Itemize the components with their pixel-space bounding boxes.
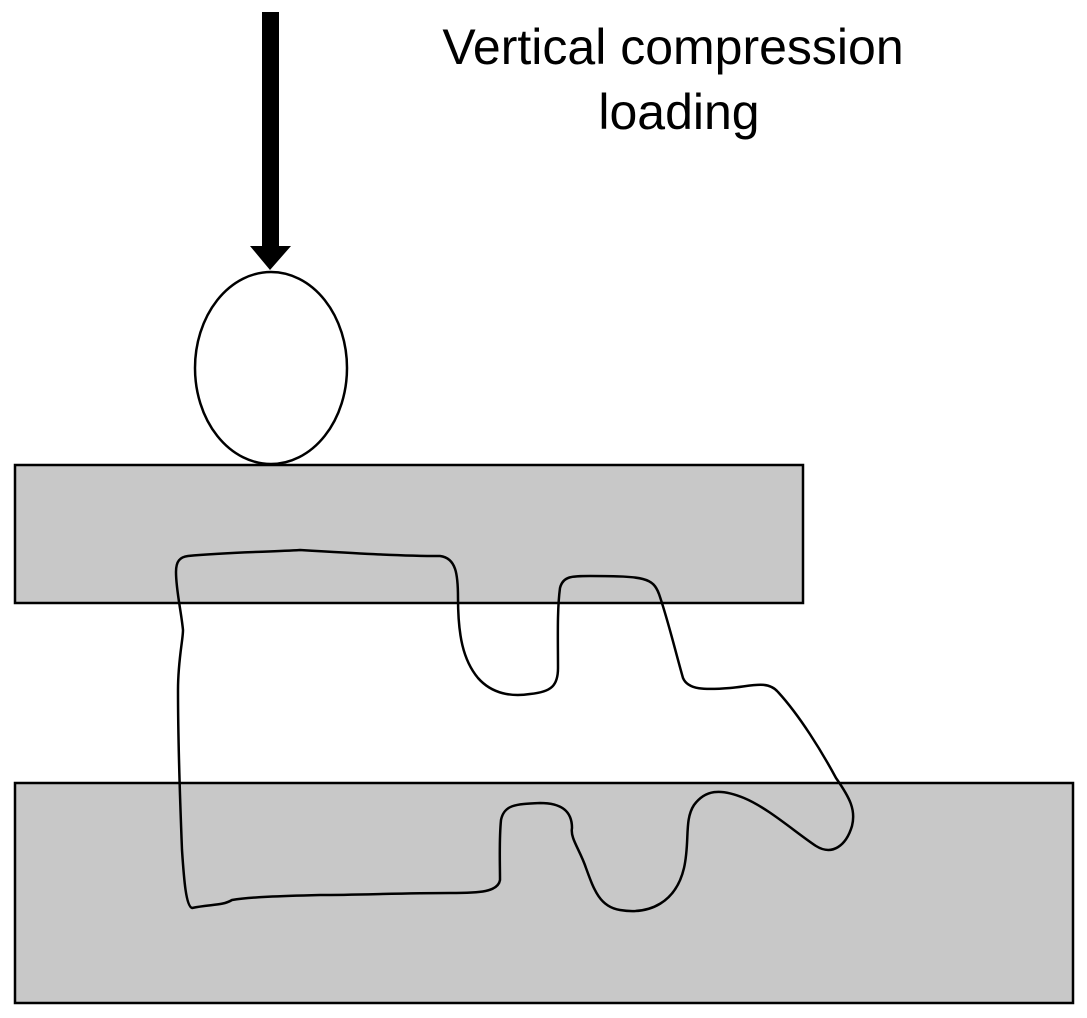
- arrow-shaft: [262, 12, 279, 248]
- vertebra-specimen-outline: [174, 548, 855, 913]
- caption-line-1: Vertical compression: [442, 19, 903, 75]
- arrow-head: [250, 246, 291, 270]
- upper-plate: [13, 463, 805, 605]
- caption-line-2: loading: [598, 84, 759, 140]
- arrow-down-icon: [250, 12, 291, 270]
- lower-plate: [13, 781, 1075, 1005]
- circle-icon: [193, 270, 349, 466]
